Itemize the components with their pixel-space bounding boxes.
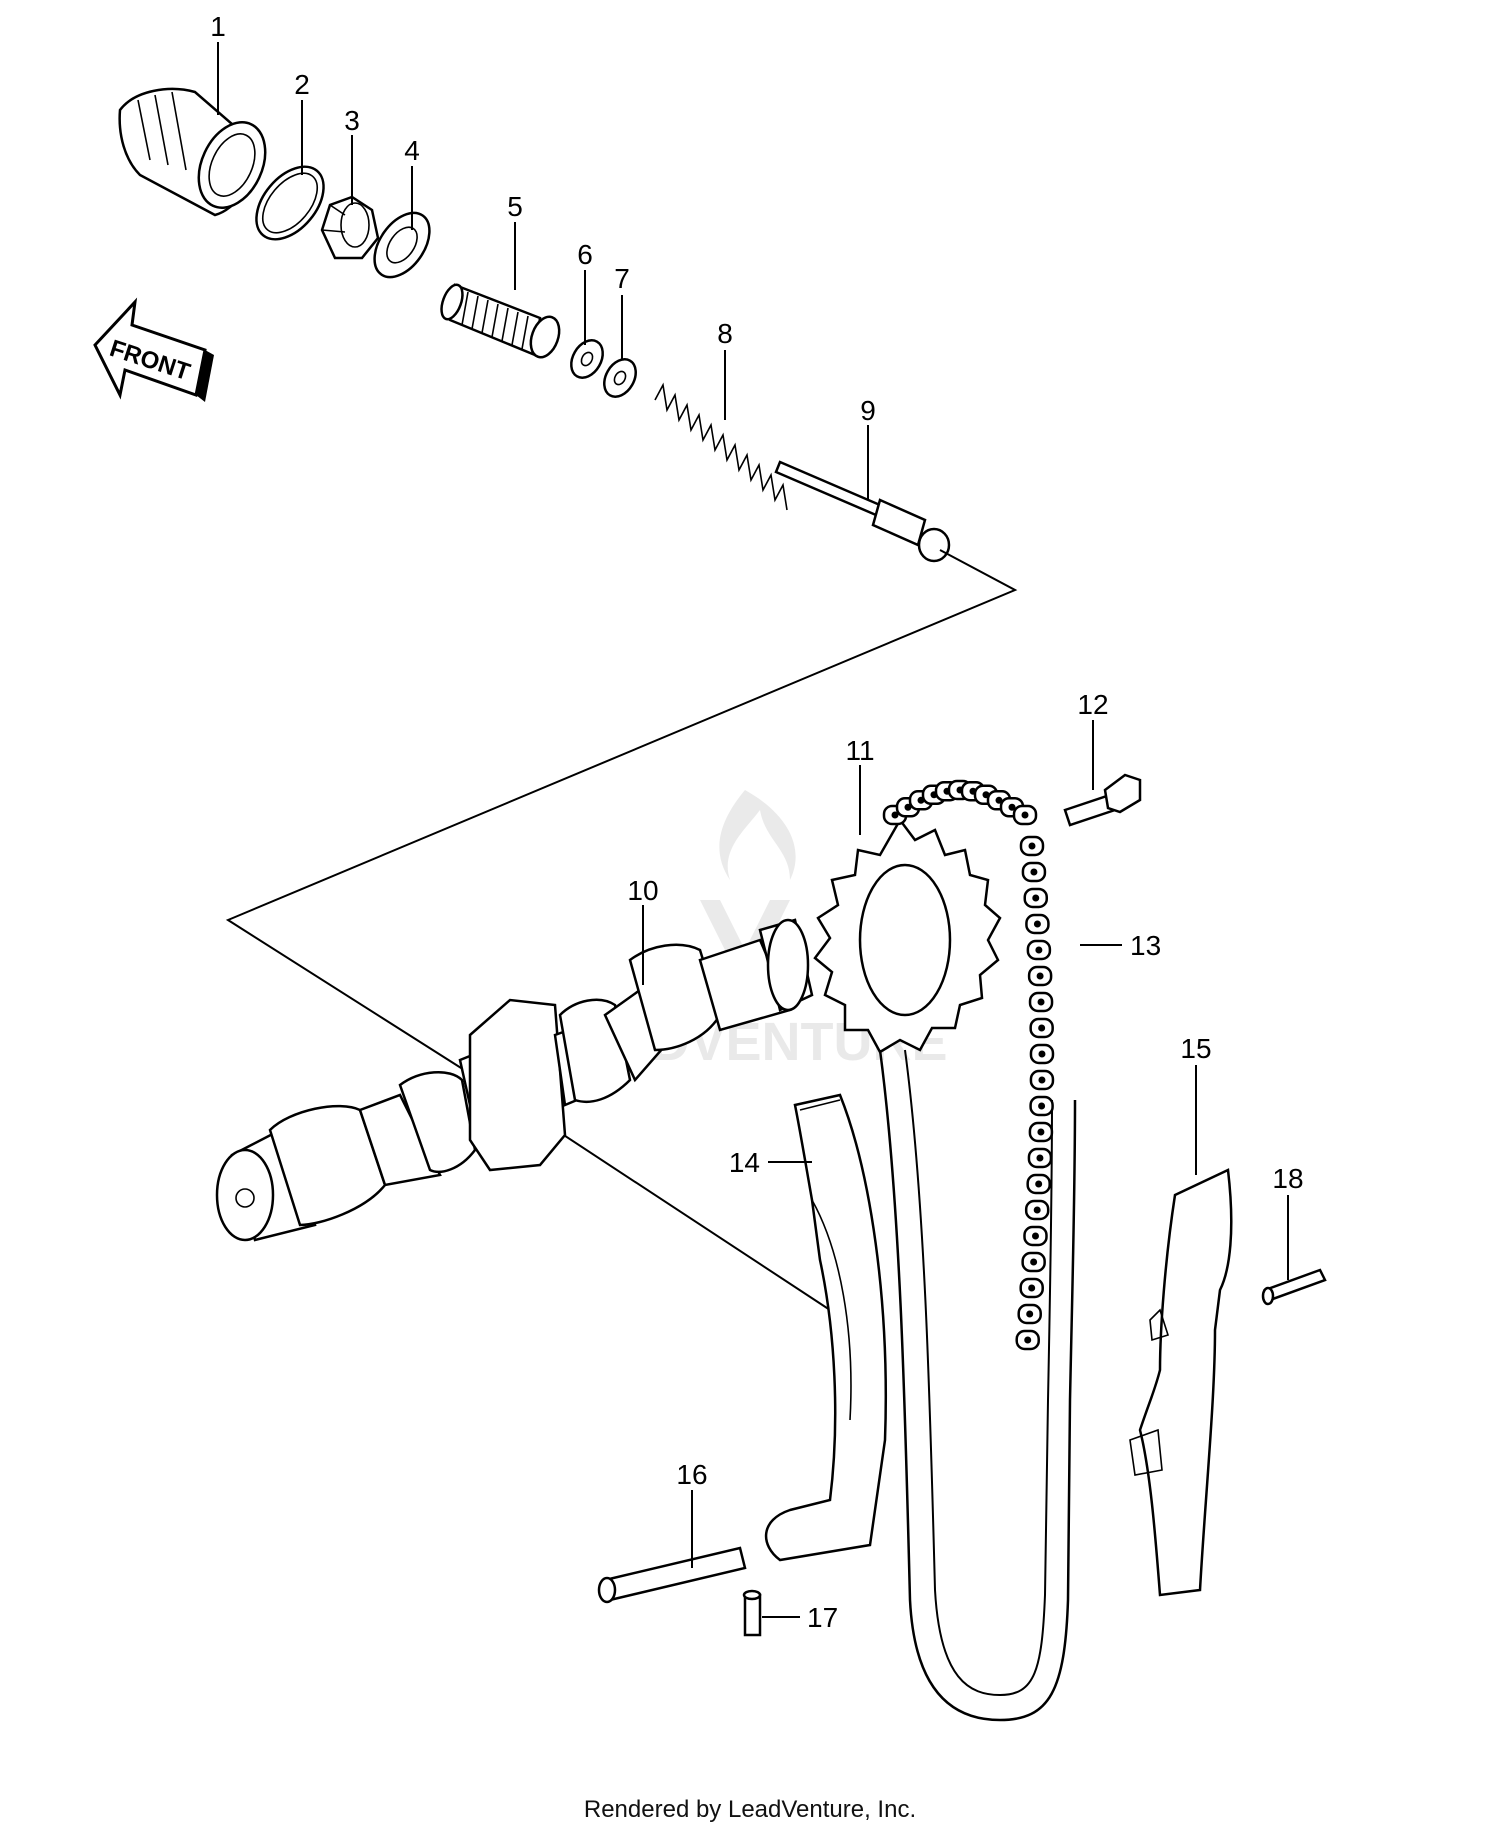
callout-3: 3 [344, 105, 360, 136]
callout-14: 14 [729, 1147, 760, 1178]
chain-pin [1033, 1206, 1041, 1214]
callout-6: 6 [577, 239, 593, 270]
chain-pin [1033, 920, 1041, 928]
callout-10: 10 [627, 875, 658, 906]
callout-4: 4 [404, 135, 420, 166]
part-15-upper-guide [1129, 1168, 1233, 1597]
chain-lower-loop-inner [904, 1049, 1053, 1697]
chain-lower-loop [878, 1049, 1077, 1722]
chain-pin [1028, 1284, 1036, 1292]
part-18-pin [1261, 1268, 1327, 1306]
chain-pin [1030, 868, 1038, 876]
callout-11: 11 [845, 735, 874, 766]
chain-pin [1037, 998, 1045, 1006]
part-1-tensioner-body [118, 87, 267, 217]
callout-2: 2 [294, 69, 310, 100]
callout-12: 12 [1077, 689, 1108, 720]
chain-pin [1021, 811, 1029, 819]
callout-labels: 1 2 3 4 5 6 7 8 9 10 11 12 13 14 15 16 1… [210, 11, 1303, 1633]
part-6-washer [570, 339, 604, 379]
part-2-o-ring [255, 165, 325, 241]
part-17-dowel [742, 1589, 762, 1637]
chain-pin [1038, 1024, 1046, 1032]
part-14-rear-guide [764, 1093, 888, 1562]
callout-17: 17 [807, 1602, 838, 1633]
chain-pin [1035, 1180, 1043, 1188]
chain-pin [1035, 946, 1043, 954]
part-11-sprocket [813, 817, 1002, 1054]
part-5-plunger [440, 283, 561, 359]
part-10-camshaft [215, 918, 814, 1242]
footer-credit: Rendered by LeadVenture, Inc. [583, 1796, 917, 1823]
part-4-washer [373, 211, 431, 279]
part-3-nut [320, 195, 380, 260]
chain-pin [1008, 803, 1016, 811]
chain-pin [1037, 1128, 1045, 1136]
front-arrow: FRONT [93, 297, 214, 402]
guide-lines [225, 549, 1018, 1311]
chain-pin [1024, 1336, 1032, 1344]
part-9-pushrod [774, 460, 951, 563]
part-7-washer [603, 358, 637, 398]
chain-pin [891, 811, 899, 819]
callout-5: 5 [507, 191, 523, 222]
callout-8: 8 [717, 318, 733, 349]
chain-pin [1038, 1102, 1046, 1110]
part-13-cam-chain [878, 779, 1077, 1722]
chain-pin [1032, 894, 1040, 902]
part-12-bolt [1063, 773, 1142, 827]
callout-15: 15 [1180, 1033, 1211, 1064]
callout-7: 7 [614, 263, 630, 294]
callout-9: 9 [860, 395, 876, 426]
chain-pin [1036, 972, 1044, 980]
callout-13: 13 [1130, 930, 1161, 961]
callout-16: 16 [676, 1459, 707, 1490]
chain-pin [1036, 1154, 1044, 1162]
chain-pin [1026, 1310, 1034, 1318]
part-16-pin [597, 1546, 747, 1604]
chain-pin [1028, 842, 1036, 850]
chain-pin [1038, 1076, 1046, 1084]
callout-1: 1 [210, 11, 226, 42]
part-8-spring [654, 382, 788, 511]
chain-pin [1031, 1232, 1039, 1240]
leader-lines [217, 42, 1289, 1618]
chain-pin [1030, 1258, 1038, 1266]
chain-pin [1038, 1050, 1046, 1058]
callout-18: 18 [1272, 1163, 1303, 1194]
